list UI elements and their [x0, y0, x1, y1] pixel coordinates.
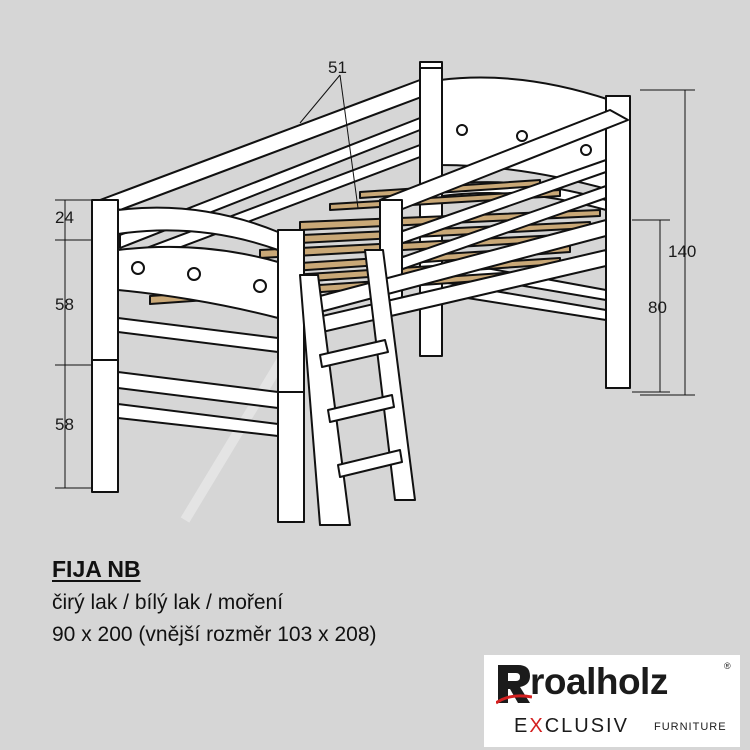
rear-post-right — [605, 95, 631, 389]
tagline-rest: CLUSIV — [544, 715, 629, 737]
dim-label-left-middle: 58 — [55, 295, 74, 314]
ladder-rung-1 — [319, 339, 389, 368]
ladder-left-rail — [299, 274, 351, 526]
brand-name: roalholz — [530, 661, 668, 702]
ladder-right-rail — [364, 249, 416, 501]
product-title: FIJA NB — [52, 556, 141, 582]
bed-drawing — [55, 61, 695, 526]
dim-label-right-inner: 80 — [648, 298, 667, 317]
dim-label-left-top: 24 — [55, 208, 74, 227]
front-post-right — [277, 229, 305, 523]
brand-r-mark-icon — [496, 665, 532, 705]
brand-registered-mark: ® — [724, 661, 731, 671]
tagline-x: X — [529, 715, 545, 737]
ladder-rung-3 — [337, 449, 403, 478]
dim-label-right-outer: 140 — [668, 242, 697, 261]
rear-cap-left — [419, 61, 443, 69]
dimension-lines — [55, 74, 695, 489]
rear-post-left — [419, 67, 443, 357]
brand-tagline: EXCLUSIV — [514, 715, 629, 738]
front-panel — [117, 245, 279, 319]
front-post-left — [91, 199, 119, 493]
ladder-rung-2 — [327, 394, 395, 423]
brand-logo: roalholz ® EXCLUSIV FURNITURE — [484, 655, 740, 747]
tagline-e: E — [514, 715, 530, 737]
brand-tagline-sub: FURNITURE — [654, 721, 727, 733]
dim-label-top: 51 — [328, 58, 347, 77]
front-headboard-arch — [117, 206, 279, 251]
product-finishes: čirý lak / bílý lak / moření — [52, 591, 284, 614]
dim-label-left-bottom: 58 — [55, 415, 74, 434]
product-size: 90 x 200 (vnější rozměr 103 x 208) — [52, 623, 377, 646]
